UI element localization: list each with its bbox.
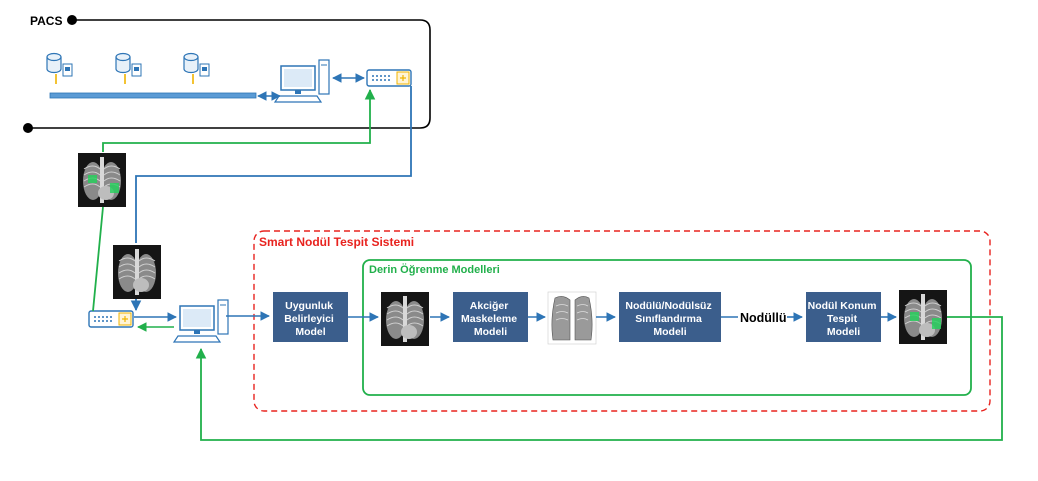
local-computer-icon <box>173 299 229 343</box>
svg-text:Uygunluk Belirleyici: Uygunluk Belirleyici Model <box>284 300 337 338</box>
xray-result-image <box>77 152 127 208</box>
svg-text:Nodül Konum Tespit: Nodül Konum Tespit Modeli <box>808 300 880 338</box>
smart-system-title: Smart Nodül Tespit Sistemi <box>259 235 414 249</box>
network-bus <box>49 92 257 99</box>
pacs-switch-icon <box>366 69 412 87</box>
deep-learning-title: Derin Öğrenme Modelleri <box>369 263 500 276</box>
svg-text:Nodülü/Nodülsüz Sınıflan: Nodülü/Nodülsüz Sınıflandırma Modeli <box>625 300 714 338</box>
pipeline-xray-result <box>898 289 948 345</box>
database-icon-2 <box>115 52 142 85</box>
uygunluk-model-box: Uygunluk Belirleyici Model <box>273 292 348 342</box>
green-upload-line <box>92 90 370 312</box>
nodul-konum-box: Nodül Konum Tespit Modeli <box>806 292 881 342</box>
masked-lung-image <box>547 291 597 345</box>
nodullu-label: Nodüllü <box>740 311 787 325</box>
pipeline-xray-1 <box>380 291 430 347</box>
smart-system-frame <box>253 230 991 412</box>
svg-text:Akciğer Maskeleme: Akciğer Maskeleme Modeli <box>461 300 520 338</box>
akciger-maskeleme-box: Akciğer Maskeleme Modeli <box>453 292 528 342</box>
nodullu-siniflandirma-box: Nodülü/Nodülsüz Sınıflandırma Modeli <box>619 292 721 342</box>
database-icon-3 <box>183 52 210 85</box>
database-icon-1 <box>46 52 73 85</box>
green-return-line <box>195 316 1003 441</box>
local-switch-icon <box>88 310 134 328</box>
deep-learning-frame <box>362 259 972 396</box>
xray-input-image <box>112 244 162 300</box>
pacs-computer-icon <box>274 59 330 103</box>
pacs-title: PACS <box>30 14 62 28</box>
blue-download-line <box>135 86 412 243</box>
pacs-frame <box>23 15 431 133</box>
